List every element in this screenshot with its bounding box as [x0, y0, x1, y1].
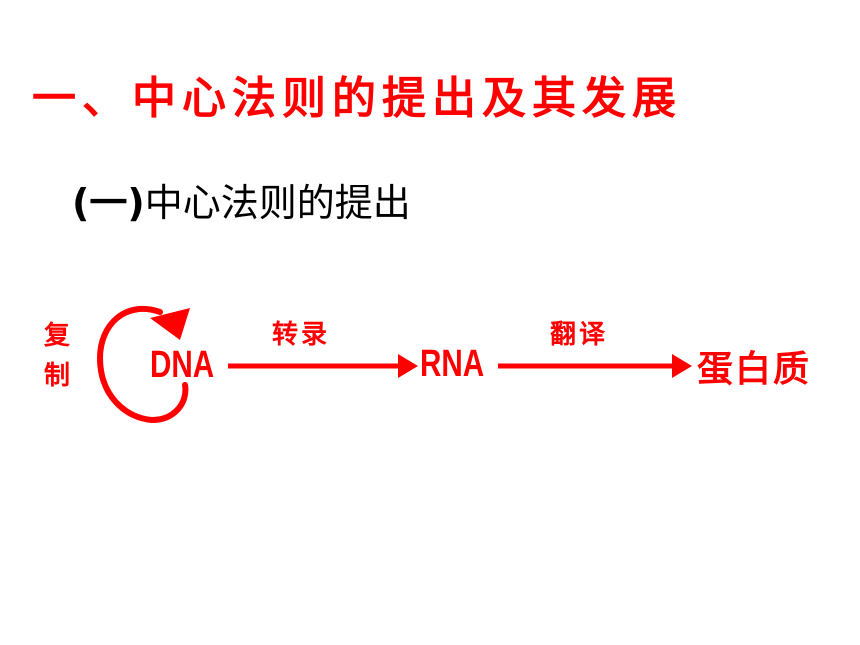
- dna-node: DNA: [150, 344, 215, 386]
- page-title: 一、中心法则的提出及其发展: [32, 73, 682, 124]
- translation-arrowhead: [672, 354, 692, 378]
- subtitle-prefix: (一): [72, 181, 145, 225]
- protein-node: 蛋白质: [697, 348, 812, 390]
- section-subtitle: (一)中心法则的提出: [72, 172, 411, 227]
- rna-node: RNA: [420, 343, 485, 385]
- transcription-arrowhead: [398, 354, 418, 378]
- replication-label: 复制: [44, 321, 71, 391]
- translation-label: 翻译: [550, 320, 609, 350]
- subtitle-text: 中心法则的提出: [144, 181, 411, 225]
- replication-arrowhead: [150, 308, 190, 340]
- transcription-label: 转录: [272, 320, 331, 350]
- replication-loop-arrow: [96, 305, 189, 424]
